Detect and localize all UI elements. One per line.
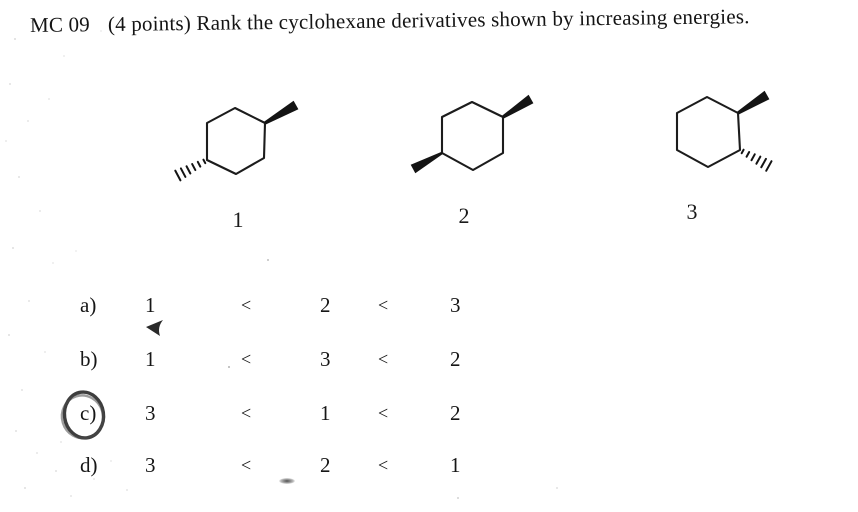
cyclohexane-ring [440, 100, 505, 172]
hashed-wedge-bond-icon [740, 148, 773, 172]
rank-term: 1 [450, 453, 461, 477]
cyclohexane-ring [205, 106, 267, 176]
rank-term: 1 [320, 401, 331, 425]
scan-noise-speckles [0, 0, 2, 2]
option-key: a) [80, 293, 97, 317]
hashed-wedge-bond-icon [174, 158, 207, 182]
pen-arrow-annotation [140, 315, 170, 348]
less-than-sign: < [378, 403, 389, 423]
rank-term: 2 [320, 453, 331, 477]
rank-term: 2 [450, 401, 461, 425]
option-key: d) [80, 453, 98, 477]
option-row-b: b) 1 < 3 < 2 [0, 347, 520, 377]
cyclohexane-ring [675, 95, 742, 169]
less-than-sign: < [378, 349, 389, 369]
scan-smudge [279, 478, 295, 484]
question-id: MC 09 [29, 12, 91, 37]
question-title: MC 09 (4 points) Rank the cyclohexane der… [30, 3, 820, 38]
rank-term: 3 [450, 293, 461, 317]
structure-3-diagram [645, 75, 790, 180]
solid-wedge-bond-icon [410, 151, 443, 174]
structure-3-label: 3 [686, 199, 698, 224]
less-than-sign: < [378, 295, 389, 315]
rank-term: 2 [450, 347, 461, 371]
option-row-d: d) 3 < 2 < 1 [0, 453, 520, 483]
rank-term: 1 [145, 347, 156, 371]
answer-circle-annotation [58, 388, 114, 451]
less-than-sign: < [241, 455, 252, 475]
solid-wedge-bond-icon [264, 100, 299, 125]
rank-term: 1 [145, 293, 156, 317]
option-row-c: c) 3 < 1 < 2 [0, 401, 520, 431]
rank-term: 3 [320, 347, 331, 371]
structure-2-label: 2 [458, 203, 470, 228]
solid-wedge-bond-icon [737, 90, 770, 115]
structure-1-diagram [160, 85, 305, 190]
rank-term: 3 [145, 453, 156, 477]
less-than-sign: < [241, 349, 252, 369]
cyclohexane-2-icon [410, 94, 534, 174]
structure-1-label: 1 [232, 207, 244, 232]
less-than-sign: < [241, 403, 252, 423]
question-prompt: (4 points) Rank the cyclohexane derivati… [107, 4, 750, 37]
cyclohexane-1-icon [174, 100, 299, 182]
option-row-a: a) 1 < 2 < 3 [0, 293, 520, 323]
less-than-sign: < [241, 295, 252, 315]
rank-term: 2 [320, 293, 331, 317]
less-than-sign: < [378, 455, 389, 475]
cyclohexane-3-icon [675, 90, 773, 172]
option-key: c) [80, 401, 97, 425]
structure-2-diagram [400, 80, 550, 180]
rank-term: 3 [145, 401, 156, 425]
option-key: b) [80, 347, 98, 371]
solid-wedge-bond-icon [502, 94, 534, 119]
